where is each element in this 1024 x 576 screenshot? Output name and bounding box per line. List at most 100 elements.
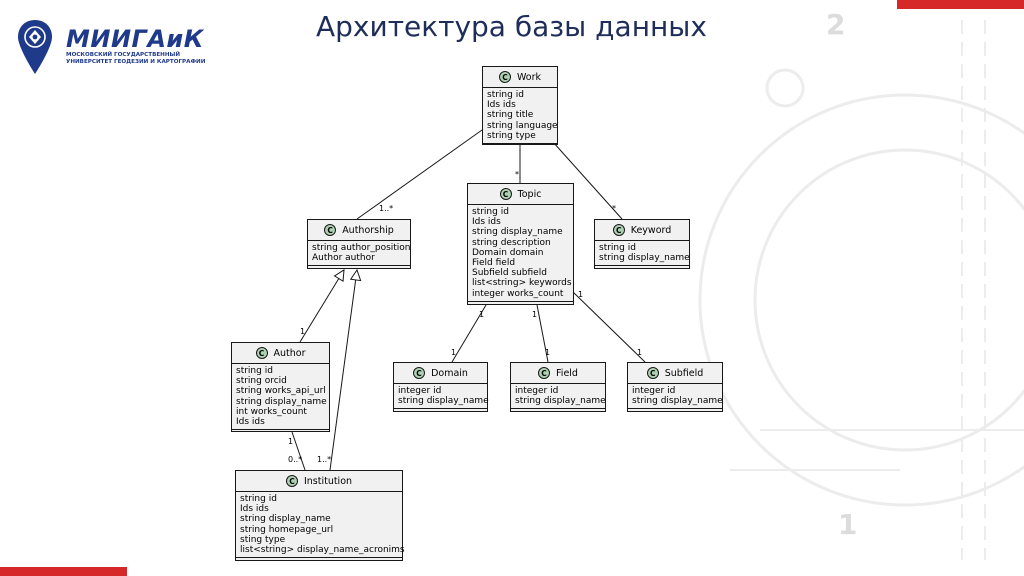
university-emblem-icon [18,20,52,74]
class-stereotype-icon: C [413,367,426,379]
class-field: Domain domain [472,247,544,258]
class-name-keyword: Keyword [630,224,672,236]
class-field: string display_name [632,396,723,407]
class-field: Ids ids [240,504,269,515]
class-stereotype-icon: C [538,367,551,379]
logo-subtitle-line2: УНИВЕРСИТЕТ ГЕОДЕЗИИ И КАРТОГРАФИИ [66,59,206,65]
class-field: string type [487,130,536,141]
class-stereotype-icon: C [498,71,511,83]
multiplicity-label: 1 [288,437,294,446]
relation-institution-authorship [329,270,357,471]
multiplicity-label: 1 [300,327,306,336]
class-name-field: Field [556,367,578,379]
class-field: string display_name [398,396,489,407]
class-name-author: Author [273,347,306,359]
multiplicity-label: 0..* [288,455,303,464]
class-name-subfield: Subfield [664,367,704,379]
class-name-domain: Domain [431,367,468,379]
class-field: list<string> display_name_acronims [240,545,405,556]
class-field: string display_name [240,514,331,525]
multiplicity-label: 1..* [317,455,332,464]
relation-work-authorship [356,129,483,220]
class-header-institution: C Institution [236,471,402,492]
bottom-accent-bar [0,567,127,576]
class-stereotype-icon: C [612,224,625,236]
multiplicity-label: * [515,170,519,179]
class-field: list<string> keywords [472,278,572,289]
multiplicity-label: 1 [451,348,457,357]
class-field: integer id [632,386,676,396]
multiplicity-label: 1 [532,310,538,319]
class-stereotype-icon: C [499,188,512,200]
class-field: Field field [472,258,516,269]
university-logo: МИИГАиК МОСКОВСКИЙ ГОСУДАРСТВЕННЫЙ УНИВЕ… [66,26,205,66]
relation-author-authorship [299,270,344,343]
class-name-authorship: Authorship [342,224,394,236]
class-stereotype-icon: C [285,475,298,487]
class-field: string id [472,207,509,217]
class-field: string id [487,90,524,100]
class-field: integer id [515,386,559,396]
decor-number-top: 2 [826,8,846,41]
class-field: Subfield subfield [472,268,547,279]
logo-name: МИИГАиК [66,25,204,53]
class-field: string works_api_url [236,386,326,397]
class-field: string id [240,494,277,504]
class-field: Ids ids [487,100,516,111]
class-field: string language [487,120,558,131]
relation-work-keyword [552,141,623,220]
class-stereotype-icon: C [646,367,659,379]
multiplicity-label: 1..* [379,204,394,213]
class-field: string display_name [515,396,606,407]
class-name-topic: Topic [517,188,542,200]
class-field: int works_count [236,406,307,417]
multiplicity-label: 1 [637,348,643,357]
class-header-domain: C Domain [394,363,487,384]
class-field: integer works_count [472,288,564,299]
class-field: string title [487,110,534,121]
class-name-institution: Institution [303,475,353,487]
multiplicity-label: 1 [545,348,551,357]
relation-author-institution [291,431,306,471]
multiplicity-label: * [612,204,616,213]
class-field: string display_name [236,396,327,407]
top-accent-bar [897,0,1024,9]
class-field: string homepage_url [240,524,334,535]
relation-topic-domain [451,304,487,363]
class-field: Author author [312,253,375,264]
relation-topic-field [536,304,549,363]
class-field: sting type [240,534,286,545]
slide-title: Архитектура базы данных [316,10,707,43]
relation-topic-subfield [572,291,646,363]
class-stereotype-icon: C [255,347,268,359]
class-header-topic: C Topic [468,184,573,205]
class-header-field: C Field [511,363,605,384]
class-field: string id [599,243,636,253]
decor-number-bottom: 1 [838,508,858,541]
class-field: string display_name [472,227,563,238]
class-header-subfield: C Subfield [628,363,722,384]
class-field: string orcid [236,376,287,387]
class-field: Ids ids [472,217,501,228]
multiplicity-label: 1 [578,290,584,299]
